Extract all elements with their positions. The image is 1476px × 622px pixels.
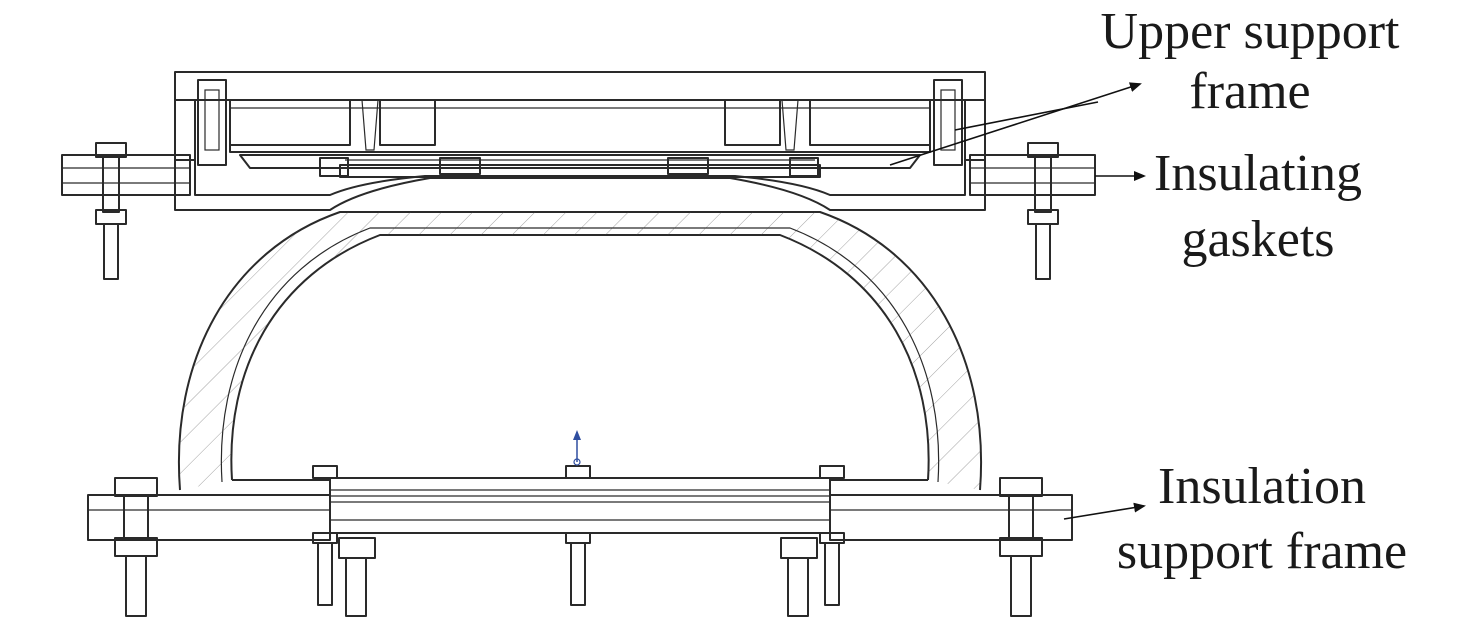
label-insulation-support-frame-line2: support frame	[1117, 523, 1407, 580]
axis-marker-icon	[573, 430, 581, 466]
label-insulating-gaskets-line2: gaskets	[1181, 211, 1334, 268]
upper-left-bolt	[95, 142, 127, 280]
label-insulation-support-frame: Insulation support frame	[1117, 458, 1407, 580]
label-insulation-support-frame-line1: Insulation	[1158, 458, 1366, 515]
label-upper-support-frame-line1: Upper support	[1101, 3, 1401, 60]
callout-arrows	[889, 82, 1146, 520]
upper-support-frame	[61, 71, 1096, 196]
label-insulating-gaskets-line1: Insulating	[1154, 145, 1362, 202]
insulation-support-frame	[87, 477, 1073, 541]
lower-right-bolt	[999, 477, 1043, 617]
lower-left-bolt	[114, 477, 158, 617]
label-upper-support-frame-line2: frame	[1189, 63, 1310, 120]
beam-bolts	[312, 465, 845, 617]
upper-right-bolt	[1027, 142, 1059, 280]
label-insulating-gaskets: Insulating gaskets	[1154, 145, 1362, 268]
arched-housing	[174, 159, 986, 491]
label-upper-support-frame: Upper support frame	[1101, 3, 1401, 120]
